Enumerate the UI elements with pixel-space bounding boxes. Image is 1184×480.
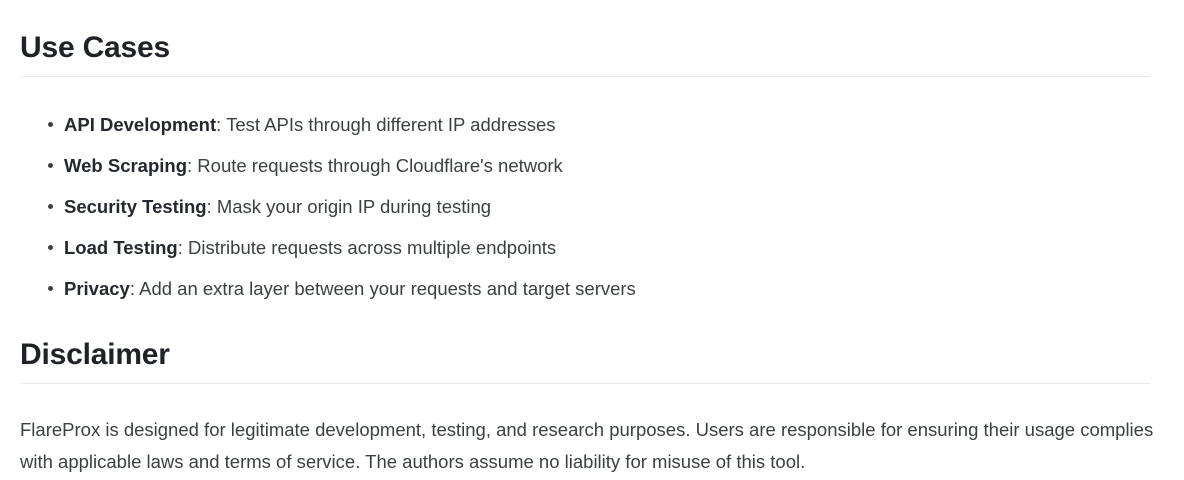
bullet-icon — [48, 122, 53, 127]
list-item-separator: : — [129, 278, 140, 299]
list-item: Security Testing: Mask your origin IP du… — [20, 192, 1150, 233]
list-item-term: Privacy — [64, 278, 130, 299]
list-item: API Development: Test APIs through diffe… — [20, 110, 1150, 151]
list-item-term: Web Scraping — [64, 155, 188, 176]
bullet-icon — [48, 163, 53, 168]
list-item-term: Security Testing — [64, 196, 207, 217]
list-item: Privacy: Add an extra layer between your… — [20, 274, 1150, 315]
use-cases-list: API Development: Test APIs through diffe… — [20, 110, 1150, 315]
list-item-separator: : — [206, 196, 217, 217]
use-cases-divider — [20, 76, 1150, 77]
list-item-separator: : — [177, 237, 189, 258]
list-item-separator: : — [216, 114, 227, 135]
list-item: Web Scraping: Route requests through Clo… — [20, 151, 1150, 192]
list-item-description: Mask your origin IP during testing — [216, 196, 492, 217]
bullet-icon — [48, 204, 53, 209]
bullet-icon — [48, 245, 53, 250]
list-item-separator: : — [187, 155, 198, 176]
list-item-term: API Development — [64, 114, 217, 135]
disclaimer-heading: Disclaimer — [20, 338, 170, 371]
list-item-description: Distribute requests across multiple endp… — [188, 237, 557, 258]
disclaimer-divider — [20, 383, 1150, 384]
list-item-description: Add an extra layer between your requests… — [139, 278, 636, 299]
list-item-description: Route requests through Cloudflare's netw… — [197, 155, 563, 176]
list-item-description: Test APIs through different IP addresses — [226, 114, 556, 135]
bullet-icon — [48, 286, 53, 291]
list-item: Load Testing: Distribute requests across… — [20, 233, 1150, 274]
list-item-term: Load Testing — [64, 237, 178, 258]
use-cases-heading: Use Cases — [20, 31, 170, 64]
disclaimer-paragraph: FlareProx is designed for legitimate dev… — [20, 419, 1154, 472]
